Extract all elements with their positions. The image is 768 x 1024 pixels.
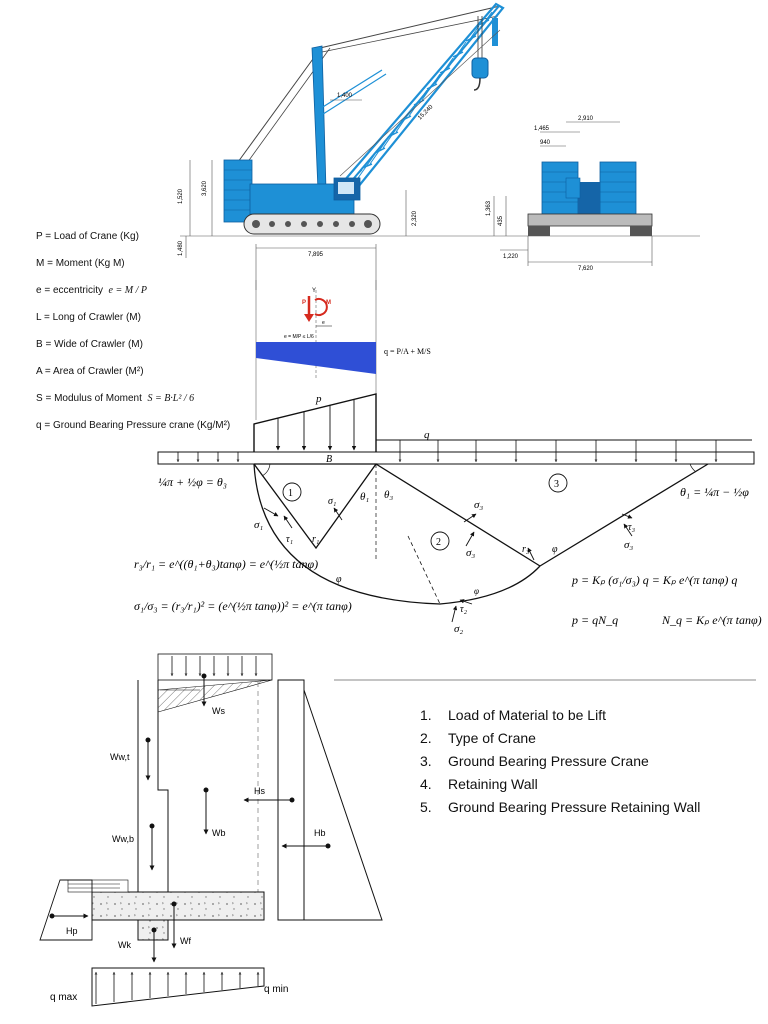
p-label: p xyxy=(315,393,322,405)
dim-3620: 3,620 xyxy=(202,180,208,196)
pressure-distribution-block: Y P M e e = M/P ≤ L/6 q = P/A + M/S xyxy=(255,280,431,420)
hp-label: Hp xyxy=(66,926,78,936)
e-label: e xyxy=(322,320,325,326)
bearing-capacity-diagram: p B q xyxy=(134,393,762,635)
tau2-label: τ₂ xyxy=(460,604,468,615)
hb-label: Hb xyxy=(314,828,326,838)
sigma3-upper: σ₃ xyxy=(474,499,483,511)
equation-sigma-ratio: σ₁/σ₃ = (r₃/r₁)² = (e^(½π tanφ))² = e^(π… xyxy=(134,599,352,613)
equation-p-nq: p = qN_q xyxy=(571,613,618,627)
ws-label: Ws xyxy=(212,706,225,716)
dim-1363: 1,363 xyxy=(486,200,492,216)
sigma3-lower: σ₃ xyxy=(466,547,475,559)
legend-ground-pressure: q = Ground Bearing Pressure crane (Kg/M²… xyxy=(36,420,231,431)
theta1-label: θ₁ xyxy=(360,491,369,503)
q-formula: q = P/A + M/S xyxy=(384,347,431,356)
dim-2320: 2,320 xyxy=(412,210,418,226)
angle-left-formula: ¼π + ½φ = θ₃ xyxy=(158,475,227,489)
list-item: 4.Retaining Wall xyxy=(420,776,538,792)
zone-3: 3 xyxy=(554,479,559,490)
dim-1220: 1,220 xyxy=(503,254,519,260)
equation-p: p = Kₚ (σ₁/σ₃) q = Kₚ e^(π tanφ) q xyxy=(571,573,737,587)
legend-moment: M = Moment (Kg M) xyxy=(36,258,125,269)
phi-left: φ xyxy=(336,574,342,585)
sigma2-label: σ₂ xyxy=(454,623,463,635)
list-item: 1.Load of Material to be Lift xyxy=(420,707,606,723)
legend-modulus: S = Modulus of Moment S = B·L² / 6 xyxy=(36,393,195,404)
dim-7620: 7,620 xyxy=(578,266,594,272)
wwb-label: Ww,b xyxy=(112,834,134,844)
list-item: 2.Type of Crane xyxy=(420,730,536,746)
r3-label: r₃ xyxy=(522,544,530,555)
sigma1-left: σ₁ xyxy=(254,519,263,531)
crane-side-view: 1,400 15,240 3,620 1,520 2,320 1,480 7,8… xyxy=(178,2,700,290)
dim-2910: 2,910 xyxy=(578,116,594,122)
equation-nq: N_q = Kₚ e^(π tanφ) xyxy=(661,613,762,627)
tau1-label: τ₁ xyxy=(286,534,293,545)
equation-r-ratio: r₃/r₁ = e^((θ₁+θ₃)tanφ) = e^(½π tanφ) xyxy=(134,557,318,571)
dim-1520: 1,520 xyxy=(178,188,184,204)
qmax-label: q max xyxy=(50,992,77,1003)
variable-legend: P = Load of Crane (Kg) M = Moment (Kg M)… xyxy=(36,228,266,444)
b-label: B xyxy=(326,454,332,465)
legend-long: L = Long of Crawler (M) xyxy=(36,312,141,323)
phi-bottom: φ xyxy=(474,586,479,596)
pressure-wedge xyxy=(256,342,376,374)
dim-7895: 7,895 xyxy=(308,252,324,258)
list-item: 5.Ground Bearing Pressure Retaining Wall xyxy=(420,799,701,815)
wk-label: Wk xyxy=(118,940,131,950)
moment-arrow xyxy=(314,298,328,316)
angle-right-formula: θ₁ = ¼π − ½φ xyxy=(680,485,749,499)
inner-formula: e = M/P ≤ L/6 xyxy=(284,334,314,340)
legend-area: A = Area of Crawler (M²) xyxy=(36,366,144,377)
zone-1: 1 xyxy=(288,488,293,499)
dim-1480: 1,480 xyxy=(178,240,184,256)
legend-load: P = Load of Crane (Kg) xyxy=(36,231,139,242)
q-label: q xyxy=(424,429,430,441)
dim-15240: 15,240 xyxy=(417,104,435,122)
dim-1465: 1,465 xyxy=(534,126,550,132)
hs-label: Hs xyxy=(254,786,265,796)
tau3-label: τ₃ xyxy=(628,522,636,533)
phi-right: φ xyxy=(552,544,558,555)
wb-label: Wb xyxy=(212,828,226,838)
legend-wide: B = Wide of Crawler (M) xyxy=(36,339,143,350)
p-symbol: P xyxy=(302,300,306,306)
zone-2: 2 xyxy=(436,537,441,548)
wf-label: Wf xyxy=(180,936,191,946)
sigma3-right: σ₃ xyxy=(624,539,633,551)
list-item: 3.Ground Bearing Pressure Crane xyxy=(420,753,649,769)
theta3-label: θ₃ xyxy=(384,489,393,501)
topic-list: 1.Load of Material to be Lift 2.Type of … xyxy=(420,704,700,819)
y-axis-label: Y xyxy=(312,288,316,294)
dim-940: 940 xyxy=(540,140,551,146)
retaining-wall-diagram: Ws Ww,t Hs Wb Ww,b Hb Hp Wf Wk q max q m… xyxy=(39,653,383,1007)
legend-eccentricity: e = eccentricity e = M / P xyxy=(36,285,147,296)
crane-front-view: 1,465 2,910 940 1,363 435 1,220 7,620 xyxy=(486,116,653,272)
r1-label: r₁ xyxy=(312,534,319,545)
sigma1-wedge: σ₁ xyxy=(328,496,336,507)
dim-435: 435 xyxy=(498,215,504,226)
m-symbol: M xyxy=(326,300,331,306)
qmin-label: q min xyxy=(264,984,288,995)
wwt-label: Ww,t xyxy=(110,752,130,762)
dim-1400: 1,400 xyxy=(337,93,353,99)
